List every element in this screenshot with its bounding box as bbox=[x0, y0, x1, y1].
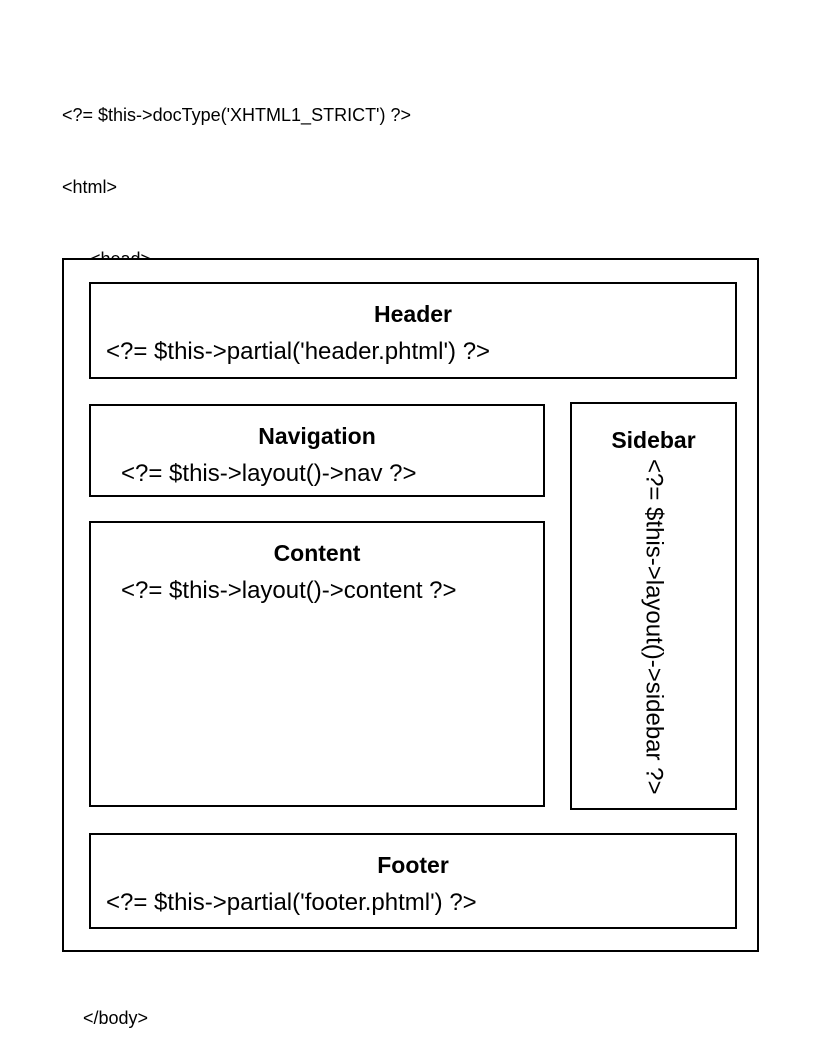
code-line-html-open: <html> bbox=[62, 177, 118, 197]
content-box-title: Content bbox=[273, 540, 361, 566]
header-box: Header <?= $this->partial('header.phtml'… bbox=[89, 282, 737, 379]
navigation-box-title: Navigation bbox=[258, 423, 376, 449]
code-listing-bottom: </body> </html> bbox=[62, 958, 148, 1056]
content-box-code: <?= $this->layout()->content ?> bbox=[121, 577, 457, 604]
footer-box-title: Footer bbox=[377, 852, 449, 878]
code-line-doctype: <?= $this->docType('XHTML1_STRICT') ?> bbox=[62, 105, 412, 125]
navigation-box: Navigation <?= $this->layout()->nav ?> bbox=[89, 404, 545, 497]
code-line-body-close: </body> bbox=[83, 1008, 149, 1028]
header-box-title: Header bbox=[374, 301, 452, 327]
footer-box-code: <?= $this->partial('footer.phtml') ?> bbox=[106, 889, 477, 916]
footer-box: Footer <?= $this->partial('footer.phtml'… bbox=[89, 833, 737, 929]
sidebar-box-code: <?= $this->layout()->sidebar ?> bbox=[640, 459, 668, 795]
body-outline-box: Header <?= $this->partial('header.phtml'… bbox=[62, 258, 759, 952]
navigation-box-code: <?= $this->layout()->nav ?> bbox=[121, 460, 417, 487]
sidebar-box: Sidebar <?= $this->layout()->sidebar ?> bbox=[570, 402, 737, 810]
header-box-code: <?= $this->partial('header.phtml') ?> bbox=[106, 338, 491, 365]
content-box: Content <?= $this->layout()->content ?> bbox=[89, 521, 545, 807]
sidebar-box-title: Sidebar bbox=[611, 427, 696, 453]
